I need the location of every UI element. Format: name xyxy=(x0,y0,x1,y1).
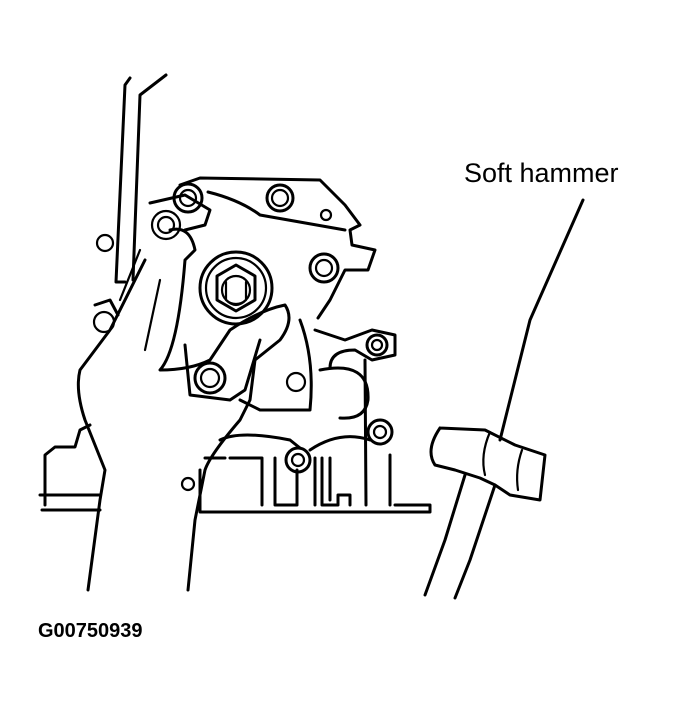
tool-rod xyxy=(114,73,168,284)
callout-soft-hammer: Soft hammer xyxy=(464,158,619,188)
figure-id: G00750939 xyxy=(38,620,143,642)
engine-block-lower xyxy=(38,423,432,514)
soft-hammer xyxy=(423,198,585,600)
timing-cover xyxy=(218,328,397,507)
hand-left xyxy=(76,227,291,592)
pump-housing xyxy=(92,176,377,412)
